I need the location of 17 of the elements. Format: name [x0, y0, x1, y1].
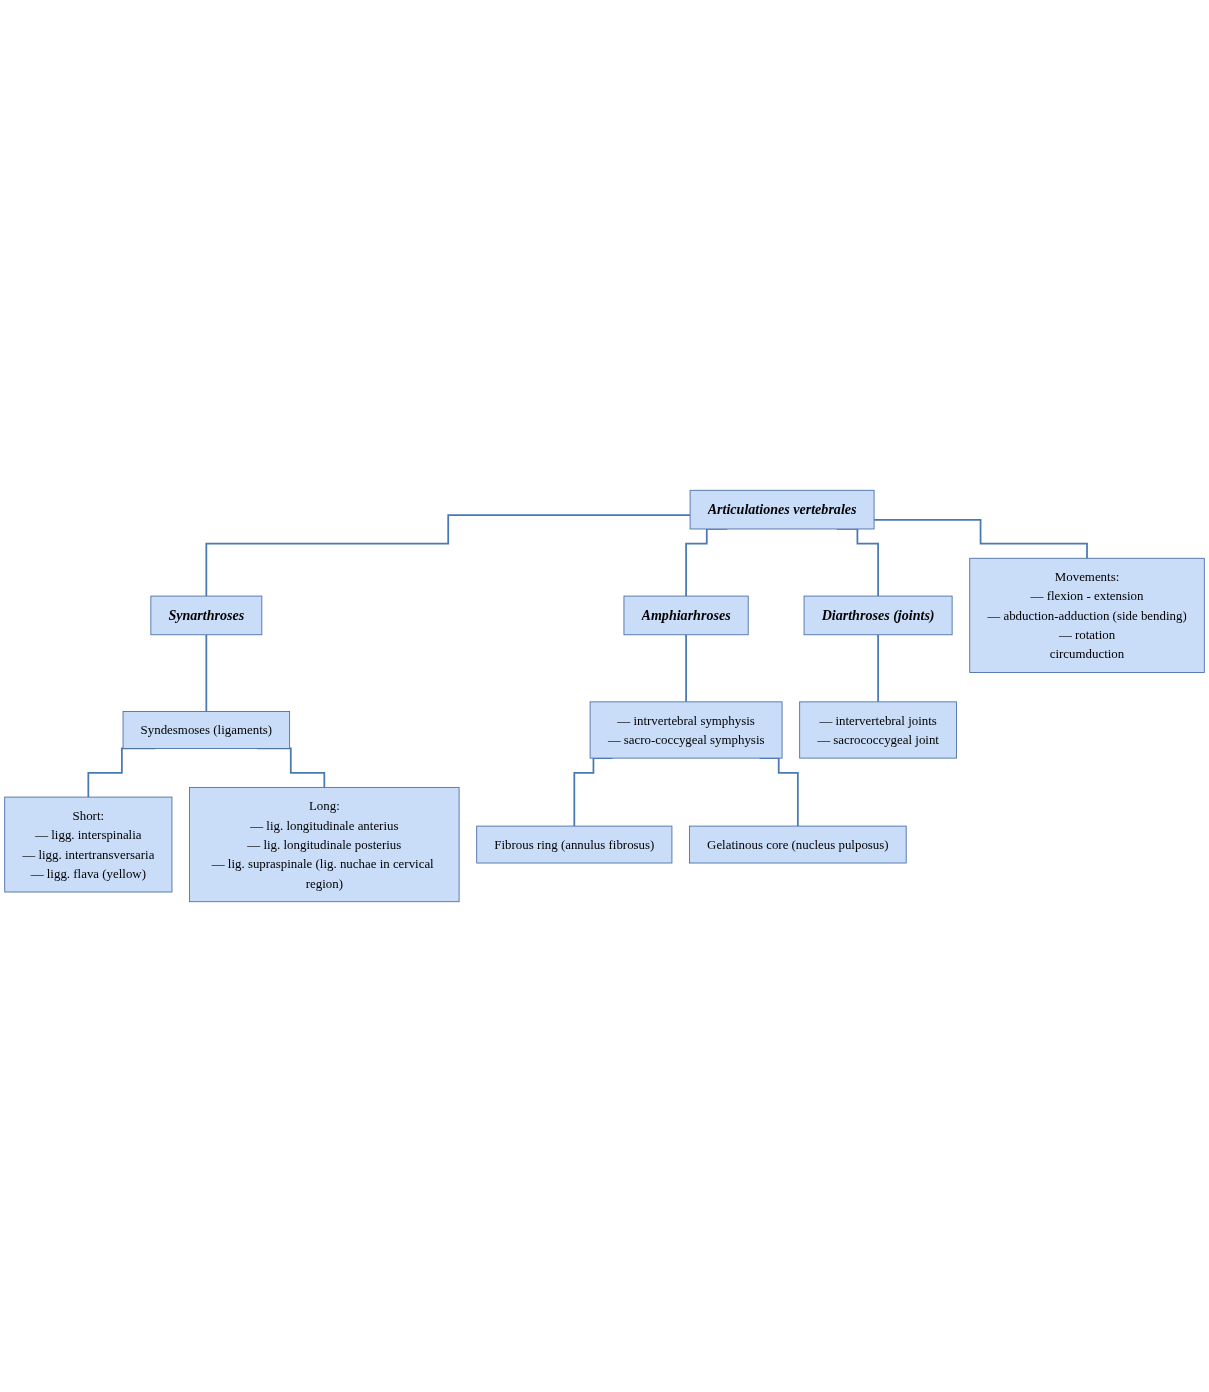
connector — [205, 633, 208, 713]
node-box: Articulationes vertebrales — [689, 489, 875, 530]
node-box: Synarthroses — [150, 595, 263, 636]
node-box: Gelatinous core (nucleus pulposus) — [689, 825, 907, 864]
node-box: Movements: — flexion - extension — abduction-adduction (side bending) — rotation circumduction — [969, 557, 1205, 673]
node-box: Long: — lig. longitudinale anterius — lig. longitudinale posterius — lig. supraspinale (lig. nuchae in cervical region) — [189, 786, 460, 903]
node-box: Diarthroses (joints) — [803, 595, 953, 636]
node-box: Short: — ligg. interspinalia — ligg. intertransversaria — ligg. flava (yellow) — [4, 796, 173, 893]
node-box: — intervertebral joints — sacrococcygeal joint — [799, 701, 957, 759]
node-box: Fibrous ring (annulus fibrosus) — [476, 825, 673, 864]
connector — [873, 519, 1088, 560]
connector — [877, 633, 879, 703]
node-box: Amphiarhroses — [623, 595, 749, 636]
connector — [205, 514, 691, 597]
node-box: — intrvertebral symphysis — sacro-coccygeal symphysis — [589, 701, 783, 759]
connector — [685, 633, 687, 703]
node-box: Syndesmoses (ligaments) — [122, 711, 291, 749]
